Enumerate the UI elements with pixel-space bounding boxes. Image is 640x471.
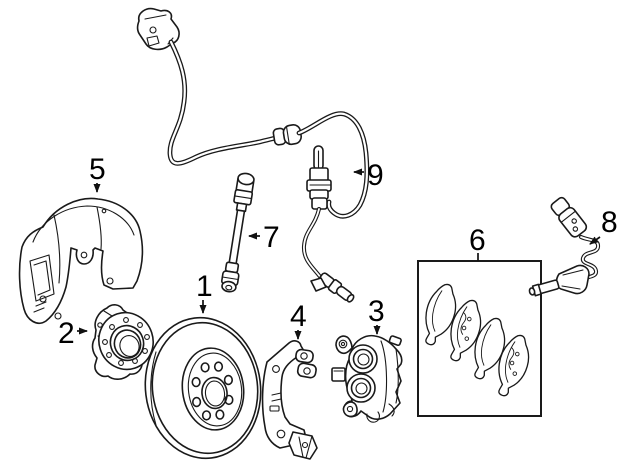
- callout-4: 4: [290, 300, 307, 340]
- brake-rotor: [144, 316, 262, 460]
- callout-3: 3: [368, 295, 385, 335]
- callout-9: 9: [353, 159, 384, 192]
- caliper-mounting-bracket: [261, 340, 318, 460]
- callout-2: 2: [58, 317, 88, 350]
- rotor-center-bore: [201, 376, 228, 410]
- sensor-probe: [528, 279, 560, 297]
- brake-pad: [492, 331, 535, 400]
- wheel-hub-bearing: [91, 304, 154, 380]
- brake-pad: [444, 296, 487, 365]
- wear-sensor-connector: [306, 145, 332, 210]
- shield-bolt-hole: [39, 295, 47, 303]
- sensor-connector: [550, 196, 588, 238]
- callout-5-label: 5: [89, 153, 106, 186]
- hub-bore: [113, 329, 142, 359]
- brake-hose: [220, 172, 255, 293]
- splash-shield: [18, 197, 144, 324]
- shield-bolt-hole: [106, 277, 114, 285]
- bleeder-screw: [388, 335, 402, 347]
- rotor-hat: [181, 347, 245, 431]
- bracket-bolt-hole: [272, 365, 280, 373]
- callout-1-label: 1: [196, 270, 213, 303]
- callout-2-label: 2: [58, 317, 75, 350]
- brake-pad-set: [417, 260, 542, 417]
- callout-9-label: 9: [367, 159, 384, 192]
- abs-wheel-speed-sensor: [528, 196, 601, 297]
- rotor-lug-holes: [191, 361, 234, 421]
- hose-line: [228, 209, 246, 265]
- callout-4-label: 4: [290, 300, 307, 333]
- bracket-bolt-hole: [276, 429, 286, 439]
- harness-grommet: [272, 124, 302, 146]
- callout-5: 5: [89, 153, 106, 193]
- sensor-head: [555, 264, 590, 295]
- callout-6: 6: [469, 224, 486, 261]
- callout-7: 7: [248, 221, 280, 254]
- sensor-harness-wire: [167, 39, 282, 166]
- hub-bolt-holes: [102, 317, 150, 366]
- callout-8-arrow: [589, 236, 601, 245]
- callout-1: 1: [196, 270, 213, 314]
- callout-8-label: 8: [601, 206, 618, 239]
- callouts: 1 2 3 4 5 6 7 8: [58, 153, 618, 350]
- callout-3-label: 3: [368, 295, 385, 328]
- shield-bolt-hole: [54, 312, 62, 320]
- callout-7-label: 7: [263, 221, 280, 254]
- brake-caliper: [331, 334, 403, 423]
- callout-8: 8: [589, 206, 618, 245]
- callout-6-label: 6: [469, 224, 486, 257]
- brake-pad-wear-sensor: [136, 7, 370, 303]
- caliper-ear-bottom: [342, 401, 358, 418]
